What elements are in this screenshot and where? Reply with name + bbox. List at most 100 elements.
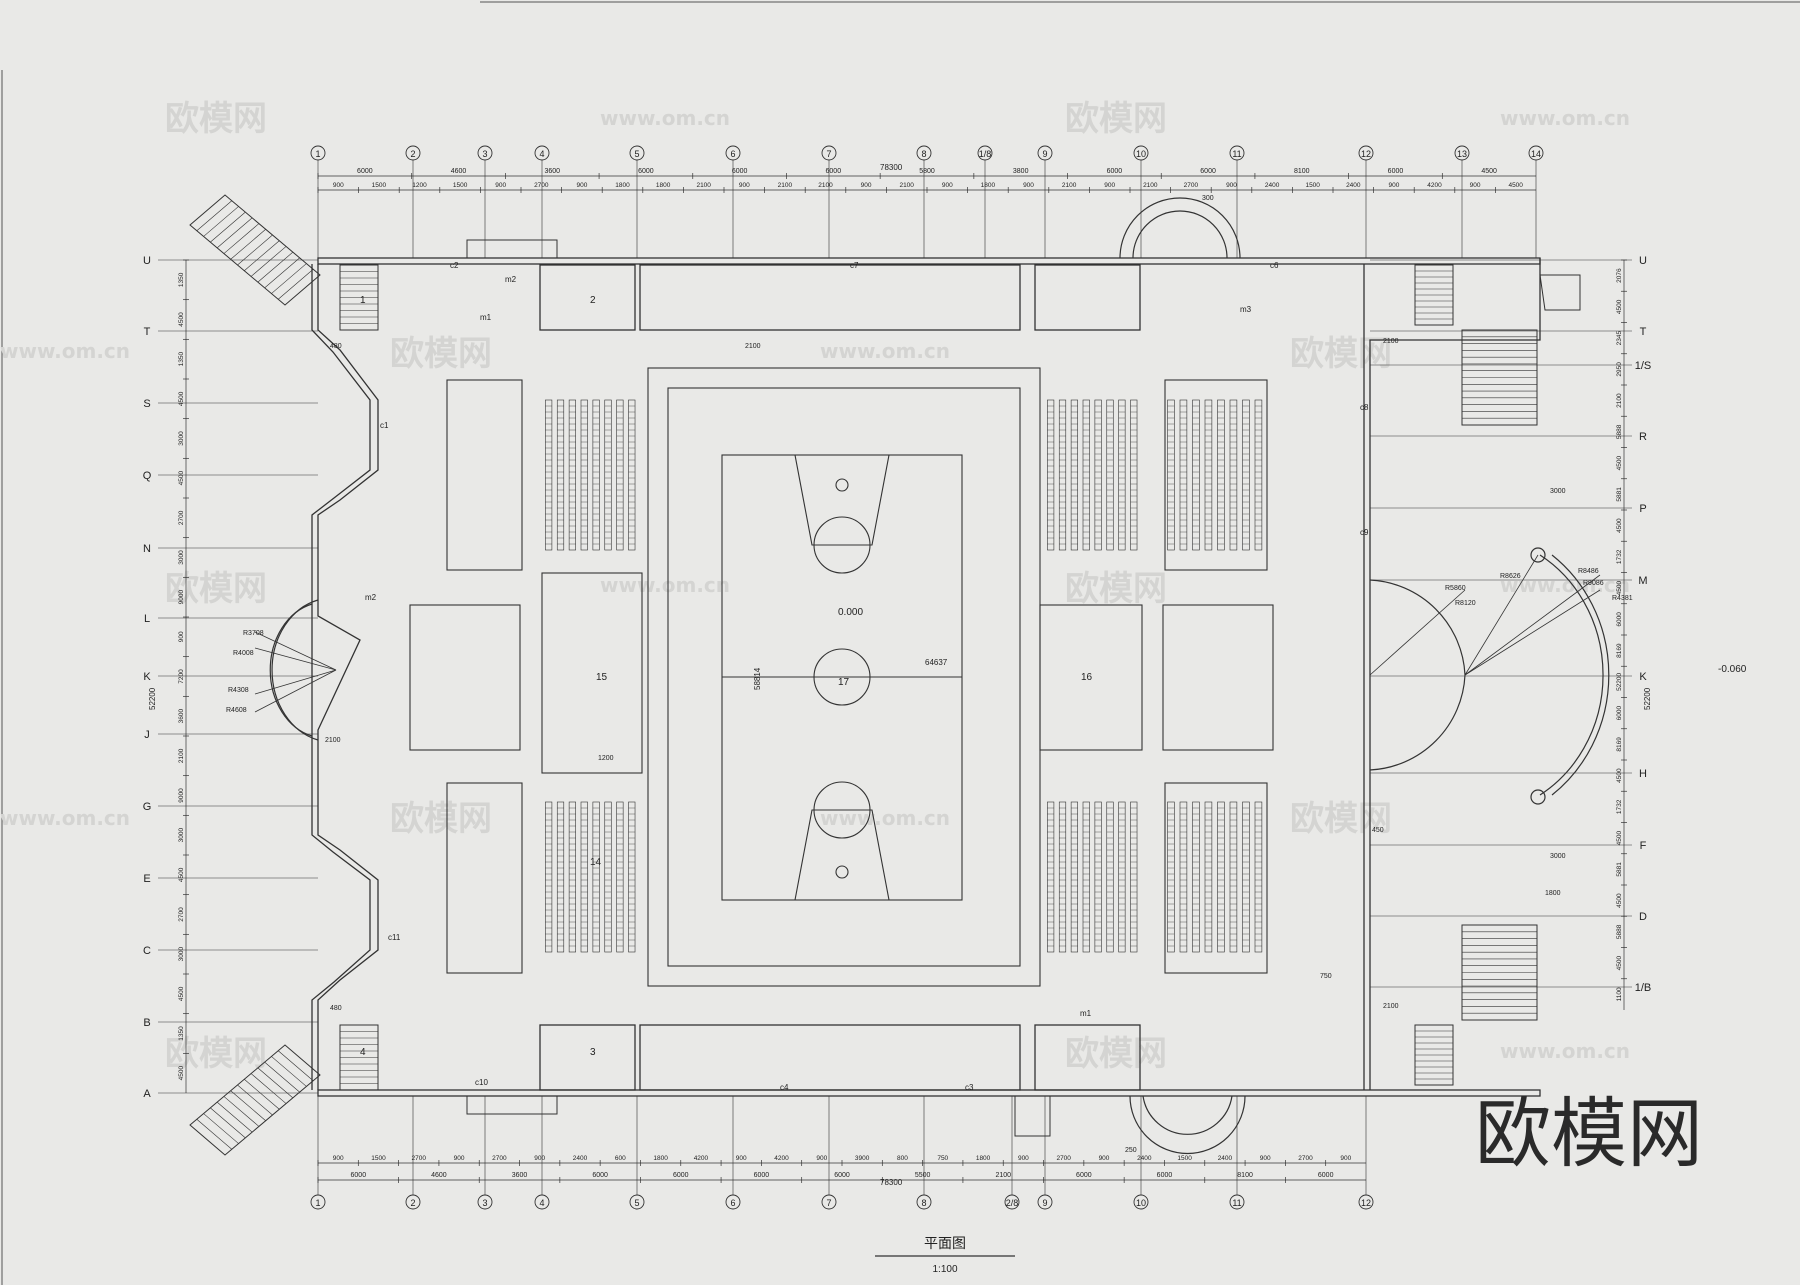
seat-row	[1254, 399, 1263, 551]
dimension-value: 900	[1023, 182, 1034, 189]
seat-row	[1106, 399, 1114, 551]
seat-row	[616, 801, 624, 953]
stair-inner-sw	[339, 1024, 379, 1091]
dimension-value: 900	[861, 182, 872, 189]
dimension-value: 6000	[1616, 706, 1623, 721]
axis-label-top: 2	[410, 149, 415, 159]
dim-250: 250	[1125, 1147, 1137, 1154]
dimension-value: 5800	[919, 168, 935, 175]
seat-row	[604, 801, 612, 953]
dimension-value: 800	[897, 1155, 908, 1162]
dim-2100-d: 2100	[1383, 1003, 1399, 1010]
watermark-url: www.om.cn	[1500, 106, 1630, 130]
watermark-layer: 欧模网 www.om.cn 欧模网 www.om.cn 欧模网 www.om.c…	[0, 99, 1630, 1074]
dimension-value: 4200	[694, 1155, 709, 1162]
axis-label-left: S	[143, 398, 150, 410]
dimension-value: 1800	[656, 182, 671, 189]
dimension-value: 8169	[1616, 643, 1623, 658]
room-15	[541, 572, 643, 774]
dimension-value: 1800	[653, 1155, 668, 1162]
axis-label-bottom: 11	[1232, 1198, 1241, 1208]
dimension-value: 1100	[1616, 987, 1623, 1001]
seat-row	[1070, 801, 1078, 953]
south-arc-entrance-inner	[1142, 1095, 1233, 1135]
dimension-value: 2700	[534, 182, 549, 189]
axis-label-top: 10	[1136, 149, 1146, 159]
axis-label-right: R	[1639, 431, 1647, 443]
dimension-value: 9000	[178, 788, 185, 803]
axis-label-left: C	[143, 945, 151, 957]
free-throw-circle-bottom	[813, 781, 871, 839]
dimension-value: 900	[1260, 1155, 1271, 1162]
seat-row	[580, 399, 588, 551]
axis-label-top: 9	[1042, 149, 1047, 159]
seat-row	[592, 801, 600, 953]
axis-label-left: J	[144, 729, 150, 741]
seat-row	[1229, 801, 1238, 953]
dimension-value: 2100	[899, 182, 914, 189]
dimension-value: 4500	[1508, 182, 1523, 189]
court-height-dim: 58814	[753, 667, 762, 690]
seat-row	[1130, 399, 1138, 551]
axis-label-right: H	[1639, 768, 1647, 780]
dimension-value: 2700	[178, 907, 185, 922]
dimension-value: 2100	[778, 182, 793, 189]
dimension-value: 2100	[178, 748, 185, 763]
drawing-scale: 1:100	[932, 1264, 957, 1275]
axis-label-left: B	[143, 1017, 150, 1029]
dimension-value: 2400	[1346, 182, 1361, 189]
dim-3000-b: 3000	[1550, 853, 1566, 860]
tag-c2: c2	[450, 261, 459, 270]
watermark-logo: 欧模网	[1290, 334, 1392, 374]
dimension-value: 4500	[178, 867, 185, 882]
seat-row	[556, 801, 565, 953]
dimension-value: 2700	[1184, 182, 1199, 189]
room-label-14: 14	[590, 857, 602, 868]
dimension-value: 900	[736, 1155, 747, 1162]
watermark-logo: 欧模网	[390, 799, 492, 839]
room-label-17: 17	[838, 677, 850, 688]
total-width-dim-bottom: 78300	[880, 1178, 903, 1187]
watermark-url: www.om.cn	[600, 106, 730, 130]
dimension-value: 900	[1226, 182, 1237, 189]
dimension-value: 2345	[1616, 331, 1623, 346]
room-label-4: 4	[360, 1047, 366, 1058]
room-16	[1039, 604, 1143, 751]
court-width-dim: 64637	[925, 658, 948, 667]
axis-label-left: L	[144, 613, 150, 625]
axis-label-top: 11	[1232, 149, 1241, 159]
radius-label-2: R4008	[233, 650, 254, 657]
axis-label-right: K	[1639, 671, 1647, 683]
seat-row	[1118, 801, 1126, 953]
east-column-top	[1530, 547, 1546, 563]
dimension-value: 4500	[178, 312, 185, 327]
free-throw-circle-top	[813, 516, 871, 574]
dimension-value: 900	[333, 182, 344, 189]
south-entrance-steps	[466, 1095, 558, 1115]
axis-label-right: 1/B	[1635, 982, 1652, 994]
dimension-value: 1500	[1305, 182, 1320, 189]
seat-row	[1167, 801, 1175, 953]
north-east-ramp	[1539, 274, 1581, 311]
dim-480: 480	[330, 343, 342, 350]
dimension-value: 4200	[774, 1155, 789, 1162]
dimension-value: 2400	[1218, 1155, 1233, 1162]
north-east-room	[1034, 264, 1141, 331]
axis-label-top: 8	[921, 149, 926, 159]
dimension-value: 7200	[178, 669, 185, 684]
seat-row	[1217, 801, 1225, 953]
dimension-value: 1732	[1616, 799, 1623, 814]
dimension-value: 1800	[981, 182, 996, 189]
seat-row	[1130, 801, 1138, 953]
east-stand-top	[1164, 379, 1268, 571]
tag-m3: m3	[1240, 305, 1252, 314]
dimension-value: 5881	[1616, 487, 1623, 502]
dimension-value: 2700	[412, 1155, 427, 1162]
south-east-steps	[1014, 1095, 1051, 1137]
watermark-url: www.om.cn	[0, 339, 130, 363]
radius-lines	[254, 554, 1601, 713]
watermark-url: www.om.cn	[600, 573, 730, 597]
big-watermark-logo: 欧模网	[1475, 1092, 1703, 1177]
